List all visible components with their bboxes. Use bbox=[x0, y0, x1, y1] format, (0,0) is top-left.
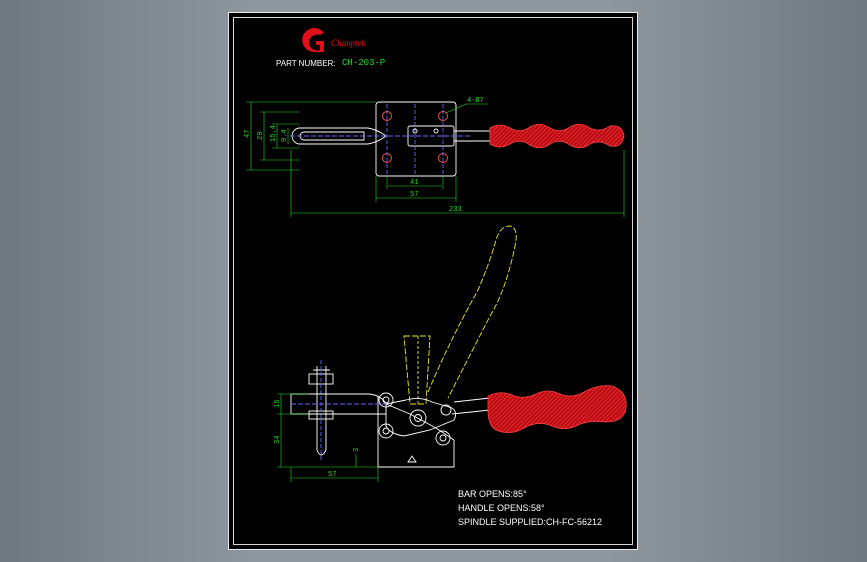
dim-base-3: 3 bbox=[353, 448, 361, 452]
hole-callout: 4-Ø7 bbox=[467, 96, 484, 105]
pivot-pin bbox=[412, 128, 418, 134]
dim-hole-spacing: 41 bbox=[410, 179, 418, 187]
handle-shaft-side bbox=[451, 409, 491, 415]
pivot-bolt bbox=[439, 434, 447, 442]
pivot-bolt bbox=[382, 396, 390, 404]
pivot-bolt bbox=[378, 392, 394, 408]
part-number-value: CH-203-P bbox=[342, 58, 385, 68]
part-number-label: PART NUMBER: bbox=[276, 59, 336, 68]
spindle-slot bbox=[299, 131, 365, 141]
spindle-bar-top bbox=[291, 127, 387, 145]
dim-overall-length: 233 bbox=[449, 206, 462, 214]
pivot-bolt bbox=[414, 414, 422, 422]
notes: BAR OPENS:85° HANDLE OPENS:58° SPINDLE S… bbox=[458, 489, 602, 527]
side-view-dimensions bbox=[277, 393, 379, 482]
logo-mark bbox=[302, 28, 324, 52]
handle-grip-side bbox=[487, 385, 627, 433]
dim-base-width: 57 bbox=[410, 191, 418, 199]
drawing-border bbox=[233, 17, 633, 545]
brand-name: Clamptek bbox=[331, 38, 366, 48]
top-view bbox=[290, 101, 492, 177]
note-spindle-supplied: SPINDLE SUPPLIED:CH-FC-56212 bbox=[458, 517, 602, 527]
note-bar-opens: BAR OPENS:85° bbox=[458, 489, 527, 499]
brand-logo: Clamptek bbox=[302, 28, 366, 52]
pivot-bolt bbox=[378, 423, 394, 439]
dim-spindle-16: 16 bbox=[274, 400, 282, 408]
pivot-pin bbox=[433, 128, 439, 134]
handle-grip-top bbox=[489, 123, 625, 149]
base-plate-top bbox=[375, 101, 457, 177]
spindle-assembly bbox=[308, 360, 334, 462]
dim-spindle-34: 34 bbox=[274, 436, 282, 444]
pivot-bolt bbox=[409, 409, 427, 427]
pivot-bolt bbox=[382, 427, 390, 435]
pivot-bolt bbox=[435, 430, 451, 446]
dim-side-base-width: 57 bbox=[328, 471, 336, 479]
dim-overall-height: 47 bbox=[244, 130, 252, 138]
pivot-bolt bbox=[440, 404, 452, 416]
handle-shaft-side bbox=[453, 397, 491, 403]
dim-height-9-4: 9.4 bbox=[281, 129, 289, 142]
open-handle-phantom bbox=[403, 225, 517, 405]
dim-height-15-4: 15.4 bbox=[270, 125, 278, 142]
dim-height-29: 29 bbox=[257, 132, 265, 140]
top-view-dimensions bbox=[246, 101, 625, 217]
note-handle-opens: HANDLE OPENS:58° bbox=[458, 503, 545, 513]
base-marker bbox=[407, 455, 417, 463]
